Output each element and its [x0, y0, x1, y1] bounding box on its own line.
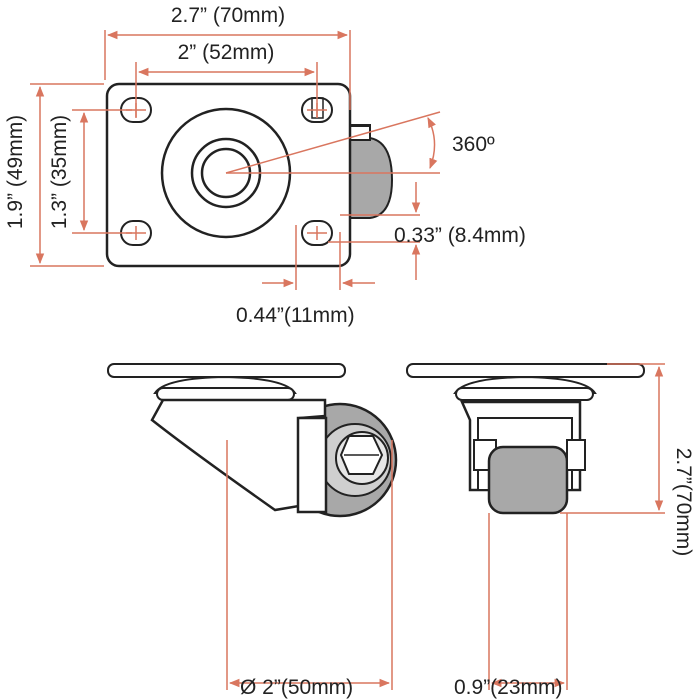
top-view — [105, 82, 394, 268]
side-view — [107, 363, 398, 518]
front-wheel — [487, 445, 569, 515]
label-swivel-offset: 0.33” (8.4mm) — [394, 224, 526, 247]
front-view — [406, 363, 645, 515]
label-plate-width: 2.7” (70mm) — [171, 4, 285, 27]
side-fork-leg — [296, 416, 328, 514]
front-view-dimensions — [488, 363, 665, 690]
front-plate — [406, 363, 645, 378]
side-view-dimensions — [226, 440, 393, 690]
label-slot-width: 0.44”(11mm) — [236, 304, 355, 327]
label-wheel-diameter: Ø 2”(50mm) — [240, 676, 353, 699]
label-swivel: 360º — [452, 133, 495, 156]
top-view-dimensions — [30, 30, 441, 290]
side-bearing-band — [156, 387, 295, 401]
label-plate-height: 1.9” (49mm) — [4, 115, 27, 229]
side-plate — [107, 363, 346, 378]
label-wheel-width: 0.9”(23mm) — [454, 676, 563, 699]
front-axle-nut — [566, 439, 586, 471]
label-hole-spacing-width: 2” (52mm) — [178, 41, 275, 64]
front-bearing-band — [455, 387, 594, 401]
label-total-height: 2.7”(70mm) — [672, 448, 695, 557]
top-wheel — [339, 124, 394, 219]
label-hole-spacing-height: 1.3” (35mm) — [48, 115, 71, 229]
